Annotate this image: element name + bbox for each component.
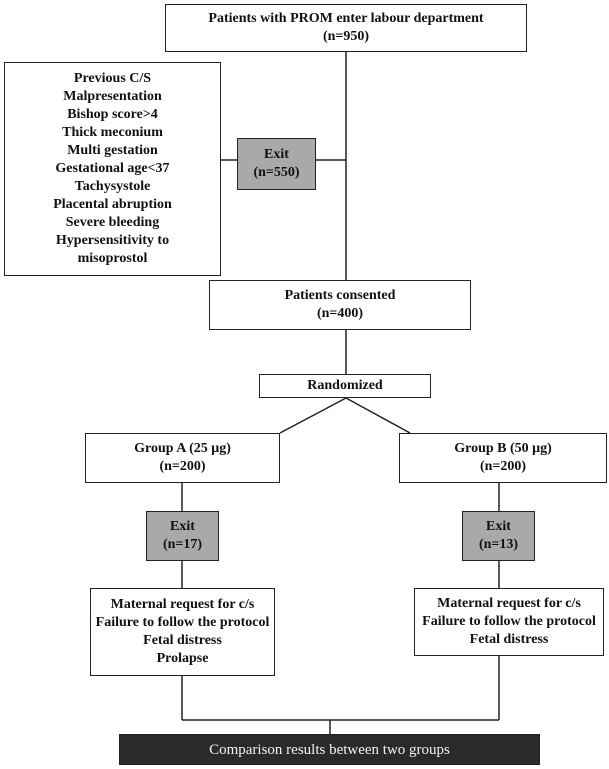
exit-main-count: (n=550) — [253, 165, 300, 180]
exclusion-criteria-box: Previous C/S Malpresentation Bishop scor… — [4, 62, 221, 276]
group-a-reason: Fetal distress — [143, 633, 222, 648]
criteria-item: Placental abruption — [53, 197, 172, 212]
enrollment-box: Patients with PROM enter labour departme… — [165, 4, 527, 52]
criteria-item: Gestational age<37 — [55, 161, 170, 176]
group-b-count: (n=200) — [479, 459, 527, 474]
exit-main-box: Exit (n=550) — [237, 138, 316, 190]
criteria-item: Severe bleeding — [65, 215, 160, 230]
group-b-exit-count: (n=13) — [478, 537, 519, 552]
group-a-box: Group A (25 μg) (n=200) — [85, 433, 280, 483]
criteria-item: Tachysystole — [74, 179, 151, 194]
consented-title: Patients consented — [284, 288, 396, 303]
comparison-box: Comparison results between two groups — [119, 734, 540, 765]
group-a-count: (n=200) — [159, 459, 206, 474]
group-a-reasons-box: Maternal request for c/s Failure to foll… — [90, 588, 275, 676]
consented-count: (n=400) — [316, 306, 364, 321]
consented-box: Patients consented (n=400) — [209, 280, 471, 330]
group-a-exit-label: Exit — [170, 519, 195, 534]
criteria-item: Thick meconium — [62, 125, 163, 140]
exit-main-label: Exit — [264, 147, 289, 162]
group-b-title: Group B (50 μg) — [454, 441, 552, 456]
enrollment-title: Patients with PROM enter labour departme… — [208, 11, 484, 26]
group-b-exit-box: Exit (n=13) — [462, 511, 535, 561]
group-b-box: Group B (50 μg) (n=200) — [399, 433, 607, 483]
enrollment-count: (n=950) — [322, 29, 370, 44]
group-b-reasons-box: Maternal request for c/s Failure to foll… — [414, 588, 604, 656]
group-a-reason: Failure to follow the protocol — [95, 615, 270, 630]
group-a-reason: Prolapse — [156, 651, 209, 666]
group-a-title: Group A (25 μg) — [134, 441, 231, 456]
group-a-exit-box: Exit (n=17) — [146, 511, 219, 561]
group-a-reason: Maternal request for c/s — [110, 597, 255, 612]
group-b-exit-label: Exit — [486, 519, 511, 534]
criteria-item: Multi gestation — [67, 143, 158, 158]
randomized-label: Randomized — [307, 378, 383, 393]
criteria-item: misoprostol — [77, 251, 148, 266]
group-b-reason: Maternal request for c/s — [437, 596, 581, 611]
criteria-item: Hypersensitivity to — [55, 233, 170, 248]
connector-randomized-to-group-b — [345, 397, 411, 434]
criteria-item: Previous C/S — [73, 71, 152, 86]
randomized-box: Randomized — [259, 374, 431, 398]
comparison-label: Comparison results between two groups — [209, 741, 450, 758]
criteria-item: Malpresentation — [63, 89, 162, 104]
connector-randomized-to-group-a — [279, 397, 347, 434]
group-a-exit-count: (n=17) — [162, 537, 203, 552]
group-b-reason: Fetal distress — [469, 632, 549, 647]
criteria-item: Bishop score>4 — [67, 107, 158, 122]
group-b-reason: Failure to follow the protocol — [422, 614, 596, 629]
